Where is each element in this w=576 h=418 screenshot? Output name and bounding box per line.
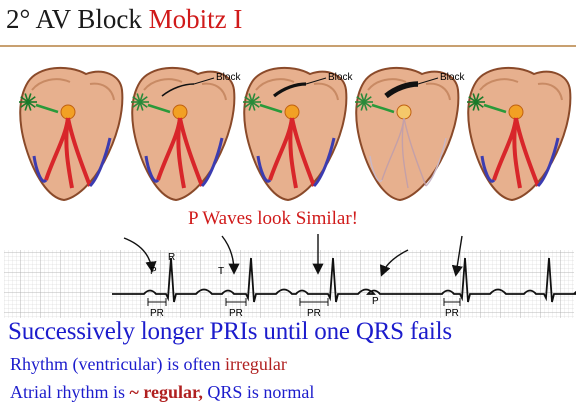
ventricular-rhythm-text: Rhythm (ventricular) is often irregular — [10, 354, 287, 375]
pr-label: PR — [229, 308, 243, 318]
purkinje-fibers — [369, 155, 383, 182]
headline-text: Successively longer PRIs until one QRS f… — [8, 318, 452, 345]
r-wave-label: R — [168, 252, 175, 263]
purkinje-fibers — [480, 155, 496, 183]
impulse-arrow — [35, 103, 59, 114]
conduction-block-bar — [384, 81, 419, 99]
conduction-block-bar — [273, 82, 307, 98]
heart-panel: Block — [243, 66, 353, 201]
conduction-block-bar — [161, 83, 195, 97]
atrial-rhythm-value: ~ regular, — [129, 382, 203, 402]
p-waves-note: P Waves look Similar! — [188, 208, 358, 229]
block-leader-line — [305, 77, 327, 85]
impulse-arrow — [371, 103, 395, 114]
sa-node-burst — [467, 93, 485, 111]
ecg-grid — [4, 250, 574, 318]
impulse-arrow — [147, 103, 171, 114]
sa-node-burst — [243, 93, 261, 111]
block-leader-line — [193, 77, 215, 85]
ecg-trace — [112, 257, 576, 303]
conduction-bundle — [176, 117, 186, 189]
av-node — [284, 104, 300, 120]
block-leader-line — [417, 77, 439, 85]
block-label: Block — [440, 72, 465, 83]
p-wave-label-dropped: P — [372, 296, 379, 307]
p-wave-pointer-arrow — [221, 235, 240, 275]
block-label: Block — [216, 72, 241, 83]
ventricular-rhythm-value: irregular — [224, 354, 287, 374]
title-main: 2° AV Block — [6, 4, 149, 34]
conduction-bundle — [64, 117, 74, 189]
heart-diagram-strip: Block Block Block — [19, 66, 572, 201]
p-wave-pointer-arrow — [123, 237, 157, 273]
purkinje-fibers — [256, 155, 272, 183]
pr-label: PR — [307, 308, 321, 318]
p-wave-pointer-arrow — [379, 249, 409, 277]
conduction-bundle — [401, 117, 409, 189]
title-accent: Mobitz I — [148, 4, 243, 34]
ventricular-rhythm-lead: Rhythm (ventricular) is often — [10, 354, 225, 374]
av-node — [396, 104, 412, 120]
purkinje-fibers — [312, 137, 336, 188]
sa-node-burst — [131, 93, 149, 111]
ecg-strip: PR PR PR PR P R T P — [4, 234, 576, 318]
av-node — [60, 104, 76, 120]
heart-panel — [19, 66, 124, 201]
p-wave-label: P — [150, 266, 157, 277]
purkinje-fibers — [88, 137, 112, 188]
impulse-arrow — [259, 103, 283, 114]
pr-interval-marker: PR — [147, 298, 167, 318]
t-wave-label: T — [218, 266, 224, 277]
purkinje-fibers — [425, 137, 447, 187]
title-divider — [0, 45, 576, 47]
heart-panel: Block — [131, 66, 241, 201]
purkinje-fibers — [200, 137, 224, 188]
heart-panel — [467, 66, 572, 201]
pr-interval-marker: PR — [443, 298, 461, 318]
av-node — [172, 104, 188, 120]
conduction-bundle — [403, 117, 427, 187]
slide-title: 2° AV Block Mobitz I — [6, 4, 242, 35]
qrs-normal-text: QRS is normal — [202, 382, 315, 402]
conduction-bundle — [512, 117, 522, 189]
impulse-arrow — [483, 103, 507, 114]
atrial-rhythm-lead: Atrial rhythm is — [10, 382, 130, 402]
heart-panel: Block — [355, 66, 465, 201]
av-node — [508, 104, 524, 120]
purkinje-fibers — [144, 155, 160, 183]
p-wave-pointer-arrow — [451, 235, 463, 277]
conduction-bundle — [288, 117, 298, 189]
sa-node-burst — [355, 93, 373, 111]
block-label: Block — [328, 72, 353, 83]
pr-interval-marker: PR — [225, 298, 247, 318]
atrial-rhythm-text: Atrial rhythm is ~ regular, QRS is norma… — [10, 382, 314, 403]
purkinje-fibers — [536, 137, 560, 188]
pr-label: PR — [150, 308, 164, 318]
purkinje-fibers — [32, 155, 48, 183]
pr-label: PR — [445, 308, 459, 318]
pr-interval-marker: PR — [299, 298, 329, 318]
sa-node-burst — [19, 93, 37, 111]
